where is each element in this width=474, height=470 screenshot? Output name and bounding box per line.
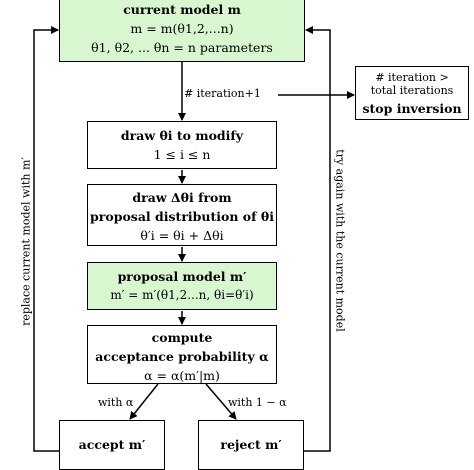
current-model-box: current model m m = m(θ1,2,...n) θ1, θ2,… bbox=[59, 0, 305, 62]
loop-left bbox=[33, 26, 60, 452]
draw-theta-range: 1 ≤ i ≤ n bbox=[153, 147, 211, 162]
left-loop-label: replace current model with m′ bbox=[19, 157, 33, 326]
acceptance-eq: α = α(m′|m) bbox=[144, 368, 220, 383]
acceptance-line-2: acceptance probability α bbox=[95, 349, 269, 364]
acceptance-line-1: compute bbox=[151, 330, 213, 345]
arrow-to-reject bbox=[205, 383, 237, 420]
accept-box: accept m′ bbox=[59, 420, 165, 470]
draw-delta-eq: θ′i = θi + Δθi bbox=[140, 228, 224, 243]
current-model-title: current model m bbox=[123, 2, 241, 17]
stop-action: stop inversion bbox=[362, 101, 462, 116]
draw-theta-box: draw θi to modify 1 ≤ i ≤ n bbox=[87, 121, 277, 169]
draw-delta-box: draw Δθi from proposal distribution of θ… bbox=[87, 184, 277, 246]
reject-box: reject m′ bbox=[198, 420, 304, 470]
right-loop-label: try again with the current model bbox=[333, 149, 347, 332]
iteration-label: # iteration+1 bbox=[184, 87, 261, 100]
loop-right bbox=[304, 26, 331, 452]
draw-delta-title-1: draw Δθi from bbox=[132, 190, 232, 205]
proposal-model-eq: m′ = m′(θ1,2...n, θi=θ′i) bbox=[110, 288, 254, 302]
proposal-model-title: proposal model m′ bbox=[117, 269, 247, 284]
stop-condition: # iteration > total iterations bbox=[370, 71, 454, 97]
current-model-params: θ1, θ2, ... θn = n parameters bbox=[91, 40, 273, 55]
acceptance-box: compute acceptance probability α α = α(m… bbox=[87, 325, 277, 384]
draw-theta-title: draw θi to modify bbox=[120, 128, 244, 143]
stop-box: # iteration > total iterations stop inve… bbox=[355, 66, 469, 120]
accept-label: accept m′ bbox=[78, 437, 146, 452]
reject-label: reject m′ bbox=[220, 437, 282, 452]
proposal-model-box: proposal model m′ m′ = m′(θ1,2...n, θi=θ… bbox=[87, 262, 277, 310]
arrow-to-accept bbox=[129, 383, 159, 420]
current-model-eq: m = m(θ1,2,...n) bbox=[130, 21, 234, 36]
branch-right-label: with 1 − α bbox=[228, 396, 287, 409]
branch-left-label: with α bbox=[98, 396, 134, 409]
draw-delta-title-2: proposal distribution of θi bbox=[90, 209, 274, 224]
